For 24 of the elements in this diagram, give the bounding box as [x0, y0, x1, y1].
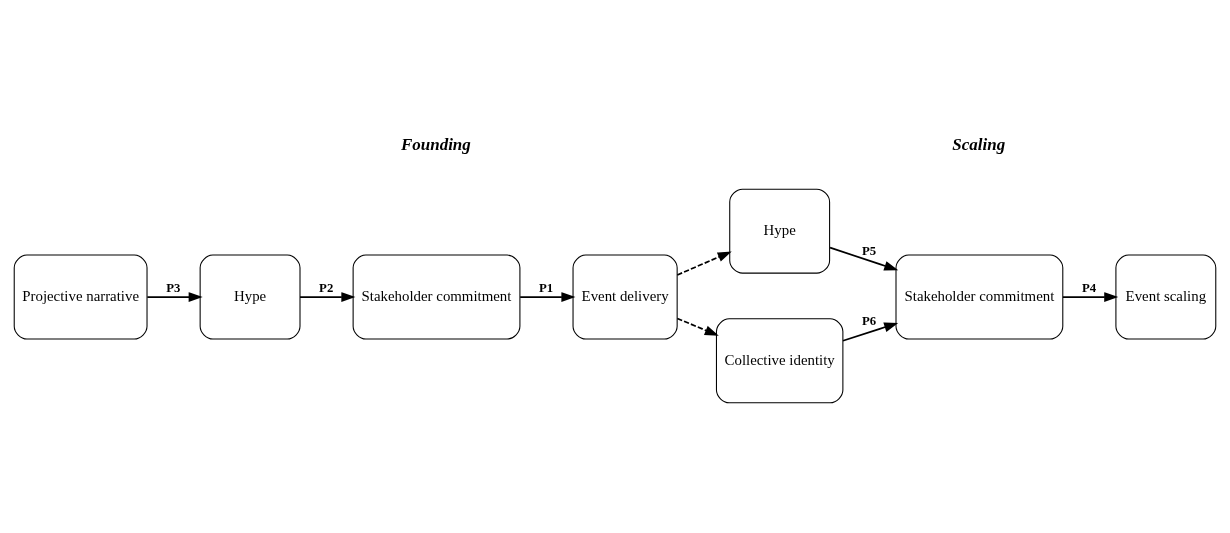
edge-label: P3 — [166, 281, 181, 296]
arrow — [842, 322, 899, 342]
arrow — [676, 251, 732, 276]
arrow — [1062, 292, 1119, 302]
edge-label: P6 — [862, 314, 877, 329]
edge-label: P4 — [1081, 281, 1097, 296]
arrow — [829, 246, 899, 271]
node-box: Event scaling — [1115, 254, 1217, 340]
label: Scaling — [952, 135, 1006, 155]
arrow — [676, 317, 719, 336]
label: Founding — [400, 135, 471, 155]
node-box: Collective identity — [715, 318, 844, 404]
arrow — [146, 292, 203, 302]
node-box: Stakeholder commitment — [895, 254, 1064, 340]
node-box: Event delivery — [572, 254, 678, 340]
node-box: Projective narrative — [13, 254, 148, 340]
node-box: Stakeholder commitment — [352, 254, 521, 340]
arrow — [299, 292, 356, 302]
arrow — [519, 292, 576, 302]
edge-label: P5 — [862, 244, 877, 259]
node-box: Hype — [729, 188, 831, 274]
node-box: Hype — [199, 254, 301, 340]
edge-label: P2 — [319, 281, 334, 296]
edge-label: P1 — [539, 281, 554, 296]
